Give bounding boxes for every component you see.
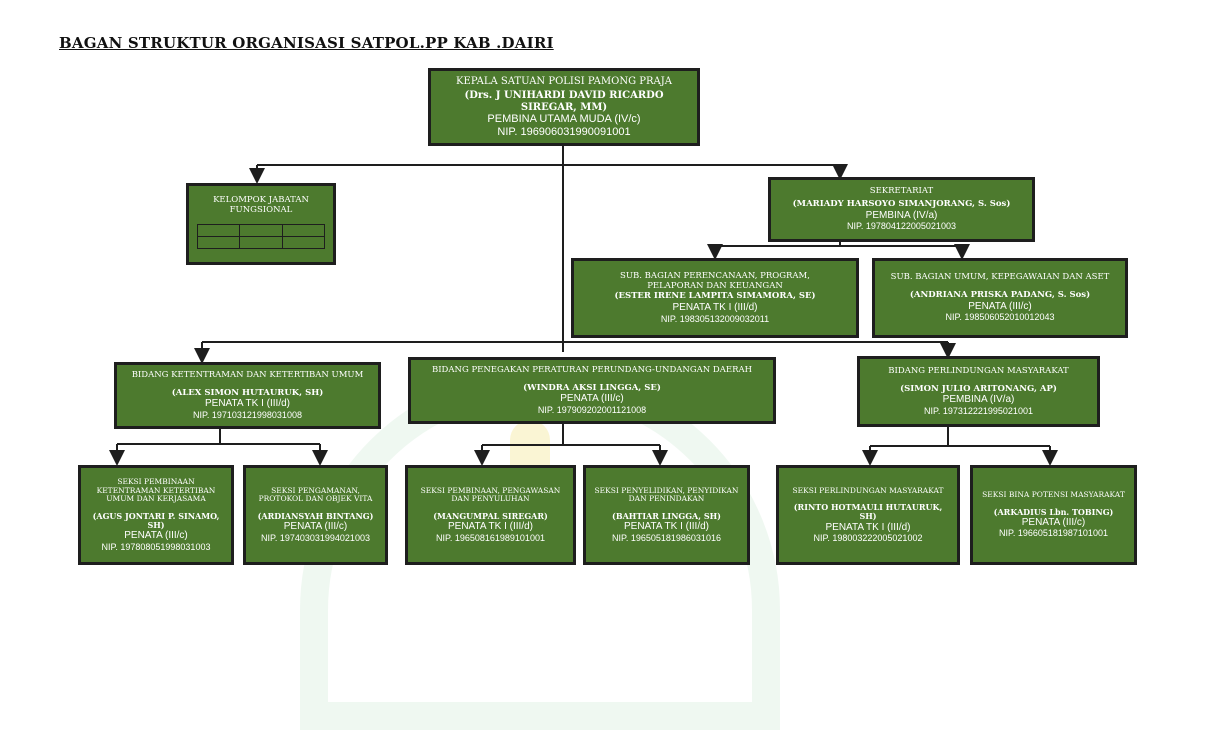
seksi-penyelidikan-name: (BAHTIAR LINGGA, SH) [612,511,721,522]
seksi-penyelidikan-unit: SEKSI PENYELIDIKAN, PENYIDIKAN DAN PENIN… [594,485,739,504]
seksi-potensi-rank: PENATA (III/c) [1021,516,1086,528]
seksi-pembinaan-trantib-nip: NIP. 197808051998031003 [101,541,211,552]
bidang-linmas-box: BIDANG PERLINDUNGAN MASYARAKAT (SIMON JU… [857,356,1100,427]
seksi-pengamanan-name: (ARDIANSYAH BINTANG) [257,511,374,522]
bidang-perda-nip: NIP. 197909202001121008 [537,404,647,415]
subbag-perencanaan-rank: PENATA TK I (III/d) [672,302,758,314]
seksi-pengamanan-nip: NIP. 197403031994021003 [261,532,370,543]
sekretariat-box: SEKRETARIAT (MARIADY HARSOYO SIMANJORANG… [768,177,1035,242]
seksi-pengamanan-rank: PENATA (III/c) [283,521,348,533]
fungsional-unit: KELOMPOK JABATAN FUNGSIONAL [213,195,309,215]
page-title: BAGAN STRUKTUR ORGANISASI SATPOL.PP KAB … [59,34,554,52]
seksi-pembinaan-perda-name: (MANGUMPAL SIREGAR) [433,511,548,522]
connector-lines [109,146,1058,466]
bidang-perda-name: (WINDRA AKSI LINGGA, SE) [523,382,661,393]
bidang-trantib-box: BIDANG KETENTRAMAN DAN KETERTIBAN UMUM (… [114,362,381,429]
bidang-linmas-rank: PEMBINA (IV/a) [942,394,1015,406]
bidang-linmas-unit: BIDANG PERLINDUNGAN MASYARAKAT [888,365,1069,376]
bidang-trantib-rank: PENATA TK I (III/d) [204,398,291,410]
subbag-perencanaan-nip: NIP. 198305132009032011 [660,313,770,324]
sekretariat-rank: PEMBINA (IV/a) [865,209,938,221]
bidang-linmas-nip: NIP. 197312221995021001 [924,405,1033,416]
seksi-pengamanan-box: SEKSI PENGAMANAN, PROTOKOL DAN OBJEK VIT… [243,465,388,565]
seksi-pembinaan-perda-box: SEKSI PEMBINAAN, PENGAWASAN DAN PENYULUH… [405,465,576,565]
head-rank: PEMBINA UTAMA MUDA (IV/c) [487,113,641,126]
seksi-pembinaan-perda-unit: SEKSI PEMBINAAN, PENGAWASAN DAN PENYULUH… [420,485,561,504]
subbag-umum-name: (ANDRIANA PRISKA PADANG, S. Sos) [909,290,1091,301]
head-box: KEPALA SATUAN POLISI PAMONG PRAJA (Drs. … [428,68,700,146]
subbag-umum-box: SUB. BAGIAN UMUM, KEPEGAWAIAN DAN ASET (… [872,258,1128,338]
bidang-trantib-nip: NIP. 197103121998031008 [193,409,302,420]
seksi-pembinaan-perda-rank: PENATA TK I (III/d) [447,521,534,533]
seksi-pengamanan-unit: SEKSI PENGAMANAN, PROTOKOL DAN OBJEK VIT… [258,485,373,504]
subbag-umum-nip: NIP. 198506052010012043 [945,312,1055,323]
subbag-perencanaan-box: SUB. BAGIAN PERENCANAAN, PROGRAM, PELAPO… [571,258,859,338]
seksi-pembinaan-trantib-rank: PENATA (III/c) [124,530,188,542]
sekretariat-nip: NIP. 197804122005021003 [847,221,956,232]
seksi-potensi-unit: SEKSI BINA POTENSI MASYARAKAT [982,490,1125,500]
head-unit: KEPALA SATUAN POLISI PAMONG PRAJA [456,75,672,87]
bidang-linmas-name: (SIMON JULIO ARITONANG, AP) [900,383,1057,394]
head-name: (Drs. J UNIHARDI DAVID RICARDO SIREGAR, … [464,90,664,113]
fungsional-box: KELOMPOK JABATAN FUNGSIONAL [186,183,336,265]
seksi-penyelidikan-nip: NIP. 196505181986031016 [612,532,721,543]
fungsional-table [196,223,326,249]
subbag-perencanaan-unit: SUB. BAGIAN PERENCANAAN, PROGRAM, PELAPO… [620,270,810,291]
seksi-linmas-rank: PENATA TK I (III/d) [825,521,911,533]
bidang-perda-box: BIDANG PENEGAKAN PERATURAN PERUNDANG-UND… [408,357,776,424]
seksi-linmas-name: (RINTO HOTMAULI HUTAURUK, SH) [793,502,943,522]
sekretariat-name: (MARIADY HARSOYO SIMANJORANG, S. Sos) [792,199,1011,210]
subbag-perencanaan-name: (ESTER IRENE LAMPITA SIMAMORA, SE) [614,291,816,302]
seksi-pembinaan-trantib-name: (AGUS JONTARI P. SINAMO, SH) [92,510,220,531]
seksi-potensi-nip: NIP. 196605181987101001 [999,528,1108,539]
seksi-penyelidikan-rank: PENATA TK I (III/d) [623,521,710,533]
seksi-linmas-box: SEKSI PERLINDUNGAN MASYARAKAT (RINTO HOT… [776,465,960,565]
bidang-perda-unit: BIDANG PENEGAKAN PERATURAN PERUNDANG-UND… [431,364,753,375]
subbag-umum-rank: PENATA (III/c) [968,300,1032,312]
seksi-potensi-name: (ARKADIUS Lbn. TOBING) [993,506,1114,517]
seksi-linmas-nip: NIP. 198003222005021002 [813,533,923,544]
sekretariat-unit: SEKRETARIAT [869,186,934,197]
head-nip: NIP. 196906031990091001 [497,125,631,138]
bidang-perda-rank: PENATA (III/c) [560,393,624,405]
bidang-trantib-name: (ALEX SIMON HUTAURUK, SH) [171,387,324,398]
seksi-pembinaan-perda-nip: NIP. 196508161989101001 [436,532,545,543]
seksi-potensi-box: SEKSI BINA POTENSI MASYARAKAT (ARKADIUS … [970,465,1137,565]
seksi-linmas-unit: SEKSI PERLINDUNGAN MASYARAKAT [792,485,944,495]
seksi-pembinaan-trantib-box: SEKSI PEMBINAAN KETENTRAMAN KETERTIBAN U… [78,465,234,565]
seksi-penyelidikan-box: SEKSI PENYELIDIKAN, PENYIDIKAN DAN PENIN… [583,465,750,565]
seksi-pembinaan-trantib-unit: SEKSI PEMBINAAN KETENTRAMAN KETERTIBAN U… [96,476,216,504]
bidang-trantib-unit: BIDANG KETENTRAMAN DAN KETERTIBAN UMUM [131,369,364,380]
subbag-umum-unit: SUB. BAGIAN UMUM, KEPEGAWAIAN DAN ASET [890,272,1110,283]
